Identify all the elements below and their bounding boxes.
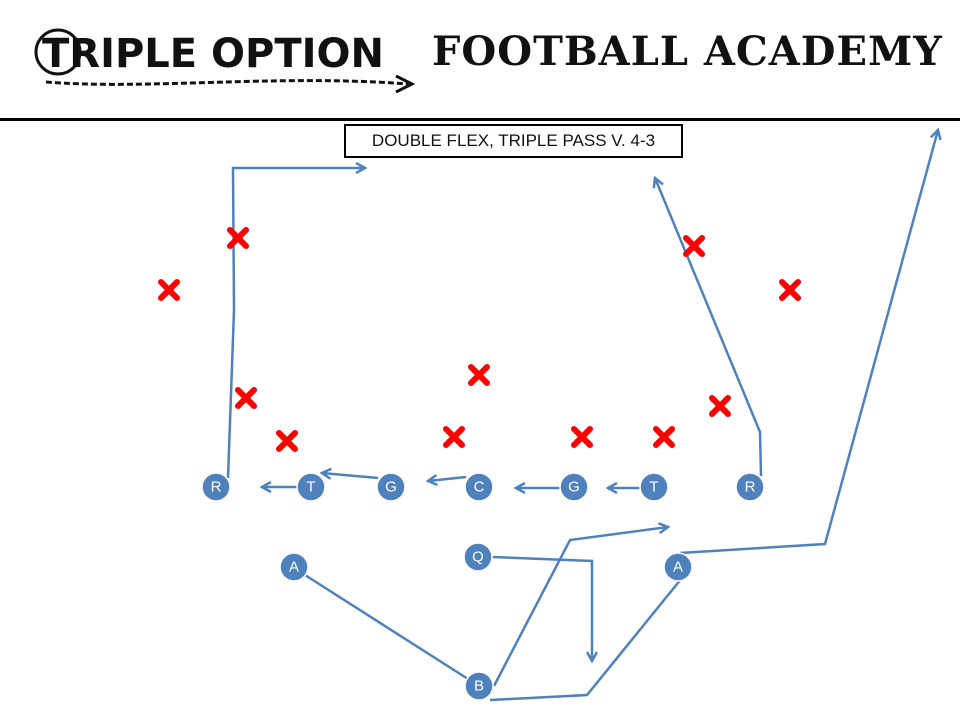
svg-text:G: G	[385, 479, 397, 496]
player-a-right: A	[663, 552, 693, 582]
red-x-icon	[235, 387, 257, 409]
offense: R T G C G T R Q A A B	[201, 472, 765, 701]
player-g-right: G	[559, 472, 589, 502]
player-b: B	[464, 671, 494, 701]
red-x-icon	[276, 430, 298, 452]
svg-text:R: R	[211, 479, 222, 496]
logo-left-text: TRIPLE OPTION	[42, 31, 384, 77]
red-x-icon	[571, 426, 593, 448]
header-divider	[0, 118, 960, 121]
route-a-right-go	[679, 130, 938, 555]
player-g-left: G	[376, 472, 406, 502]
player-t-right: T	[639, 472, 669, 502]
svg-text:R: R	[745, 479, 756, 496]
player-c: C	[464, 472, 494, 502]
player-r-left: R	[201, 472, 231, 502]
red-x-icon	[468, 364, 490, 386]
red-x-icon	[158, 279, 180, 301]
route-b-path	[492, 527, 668, 687]
svg-text:A: A	[673, 559, 683, 576]
logo-ring	[34, 28, 82, 76]
route-g-left-block	[322, 473, 379, 478]
red-x-icon	[227, 227, 249, 249]
player-r-right: R	[735, 472, 765, 502]
svg-text:T: T	[649, 479, 658, 496]
player-a-left: A	[279, 552, 309, 582]
svg-text:Q: Q	[472, 549, 484, 566]
red-x-icon	[683, 235, 705, 257]
logo-right-text: FOOTBALL ACADEMY	[432, 28, 943, 75]
play-title: DOUBLE FLEX, TRIPLE PASS V. 4-3	[344, 124, 683, 158]
logo-arrow-head	[395, 74, 416, 94]
svg-text:C: C	[474, 479, 485, 496]
svg-text:B: B	[474, 678, 484, 695]
defense	[158, 227, 801, 452]
svg-text:T: T	[306, 479, 315, 496]
player-q: Q	[463, 542, 493, 572]
svg-text:A: A	[289, 559, 299, 576]
red-x-icon	[779, 279, 801, 301]
red-x-icon	[653, 426, 675, 448]
route-c-block	[428, 477, 467, 481]
route-q-drop	[491, 555, 592, 661]
triple-option-logo: TRIPLE OPTION	[34, 28, 416, 94]
routes	[226, 130, 938, 702]
route-r-right-post	[655, 178, 763, 477]
route-pitch-path	[489, 567, 691, 702]
header-banner: TRIPLE OPTION FOOTBALL ACADEMY	[0, 0, 960, 118]
route-a-left-motion	[293, 566, 480, 688]
red-x-icon	[443, 426, 465, 448]
player-t-left: T	[296, 472, 326, 502]
svg-text:G: G	[568, 479, 580, 496]
red-x-icon	[709, 395, 731, 417]
logo-underline-arrow	[45, 79, 409, 86]
